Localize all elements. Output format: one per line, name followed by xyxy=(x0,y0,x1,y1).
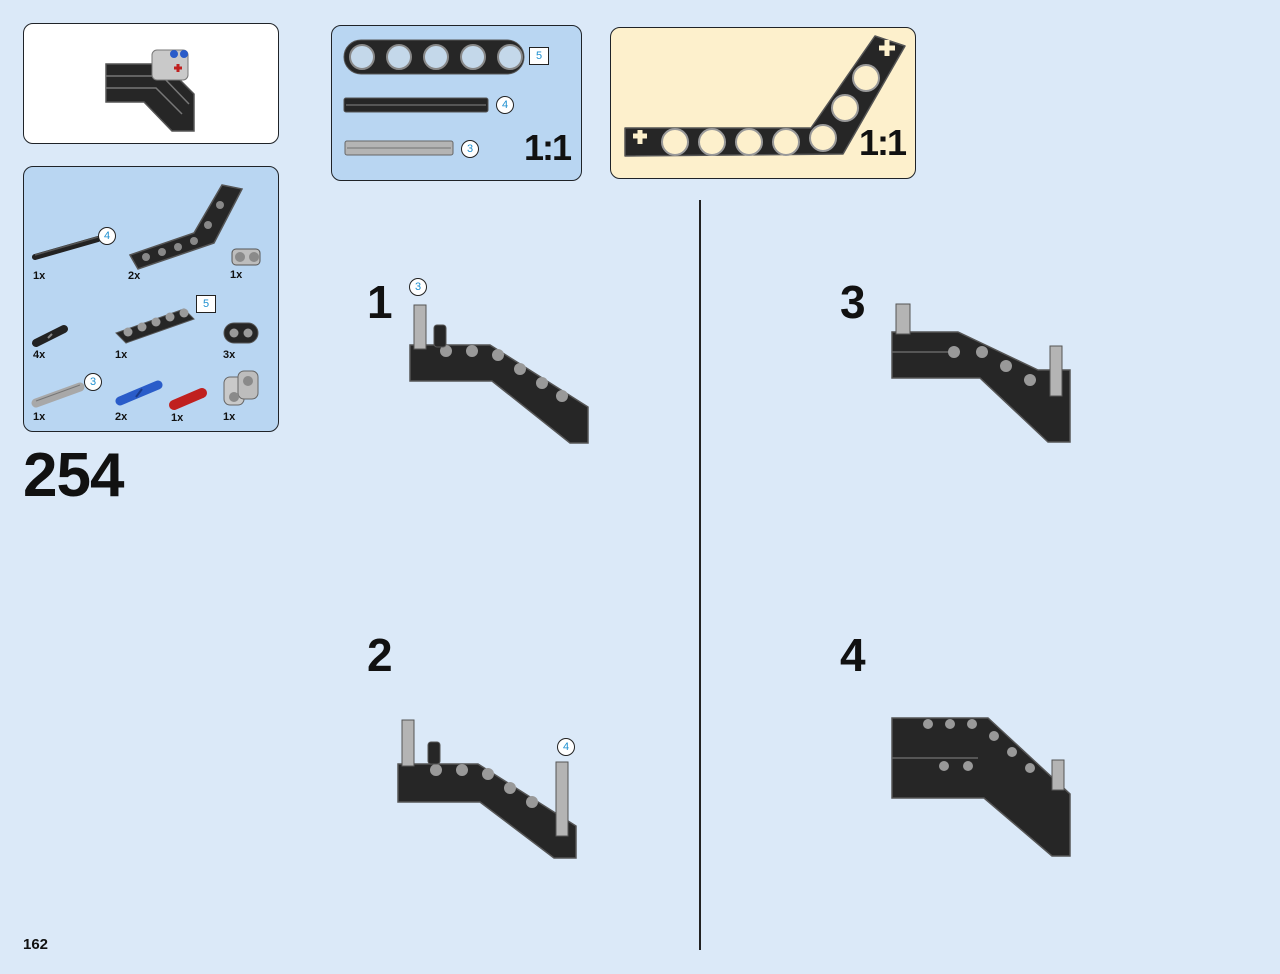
scale-reference-panel-liftarm: 1:1 xyxy=(610,27,916,179)
sub-step-4-illustration xyxy=(891,717,1071,857)
part-qty-beam-2: 3x xyxy=(223,349,236,361)
parts-list-panel: 4 1x 2x 1x 4x 5 1x 3x 3 1x 2x xyxy=(23,166,279,432)
part-red-axle-pin xyxy=(169,388,207,410)
scale-reference-panel: 5 4 3 1:1 xyxy=(331,25,582,181)
sub-step-1-axle-badge: 3 xyxy=(409,278,427,296)
part-qty-bent-liftarm: 2x xyxy=(128,270,141,282)
part-bent-liftarm xyxy=(128,184,244,270)
scale-bent-liftarm xyxy=(624,35,906,157)
page-number: 162 xyxy=(23,936,49,953)
scale-beam-5-badge: 5 xyxy=(529,47,549,65)
axle-4-length-badge: 4 xyxy=(98,227,116,245)
sub-step-1-illustration xyxy=(409,304,589,444)
part-axle-3-gray xyxy=(31,382,85,408)
sub-step-2-axle-badge: 4 xyxy=(557,738,575,756)
beam-5-length-badge: 5 xyxy=(196,295,216,313)
scale-axle-3-badge: 3 xyxy=(461,140,479,158)
scale-axle-4-badge: 4 xyxy=(496,96,514,114)
assembly-preview-image xyxy=(105,49,195,132)
part-pin-connector-gray xyxy=(223,370,259,406)
part-qty-friction-pin: 4x xyxy=(33,349,46,361)
scale-axle-3 xyxy=(344,140,454,156)
step-number: 254 xyxy=(23,441,124,510)
part-axle-pin-connector xyxy=(231,248,261,266)
part-qty-pin-connector: 1x xyxy=(223,411,236,423)
sub-step-1-number: 1 xyxy=(367,276,393,328)
axle-3-length-badge: 3 xyxy=(84,373,102,391)
sub-step-3-number: 3 xyxy=(840,276,866,328)
sub-step-3-illustration xyxy=(891,303,1071,443)
part-friction-pin-black xyxy=(32,325,68,347)
part-axle-4 xyxy=(32,236,101,260)
scale-beam-5 xyxy=(343,39,525,75)
scale-axle-4 xyxy=(343,97,489,113)
assembly-preview-panel xyxy=(23,23,279,144)
step-divider xyxy=(699,200,701,950)
sub-step-4-number: 4 xyxy=(840,629,866,681)
scale-ratio-label-2: 1:1 xyxy=(859,122,907,163)
sub-step-2-illustration xyxy=(397,719,577,859)
part-beam-2 xyxy=(223,322,259,344)
part-qty-blue-pin: 2x xyxy=(115,411,128,423)
part-blue-pin xyxy=(115,380,163,406)
part-qty-axle-4: 1x xyxy=(33,270,46,282)
scale-ratio-label: 1:1 xyxy=(524,127,572,168)
part-qty-axle-3: 1x xyxy=(33,411,46,423)
part-beam-5 xyxy=(115,308,195,344)
part-qty-axle-pin-connector: 1x xyxy=(230,269,243,281)
part-qty-beam-5: 1x xyxy=(115,349,128,361)
part-qty-red-axle-pin: 1x xyxy=(171,412,184,424)
sub-step-2-number: 2 xyxy=(367,629,393,681)
